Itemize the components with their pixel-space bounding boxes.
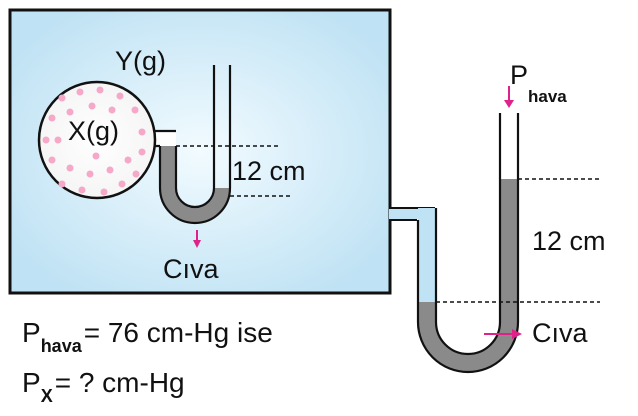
left-height-label: 12 cm — [232, 156, 306, 186]
gas-y-label: Y(g) — [115, 46, 166, 76]
gas-x-label: X(g) — [68, 116, 119, 146]
arrow-down-icon — [193, 230, 201, 248]
left-mercury-label: Cıva — [163, 254, 220, 284]
given-air-pressure: Phava= 76 cm-Hg ise — [22, 317, 273, 356]
gas-x-particles — [42, 86, 146, 196]
question-px: PX= ? cm-Hg — [22, 367, 185, 406]
air-pressure-label: Phava — [510, 60, 567, 106]
connecting-pipe — [389, 209, 435, 219]
arrow-down-icon — [504, 86, 514, 108]
right-height-label: 12 cm — [532, 226, 606, 256]
arrow-right-icon — [484, 329, 522, 339]
right-mercury-label: Cıva — [532, 318, 589, 348]
right-u-tube — [416, 113, 520, 374]
